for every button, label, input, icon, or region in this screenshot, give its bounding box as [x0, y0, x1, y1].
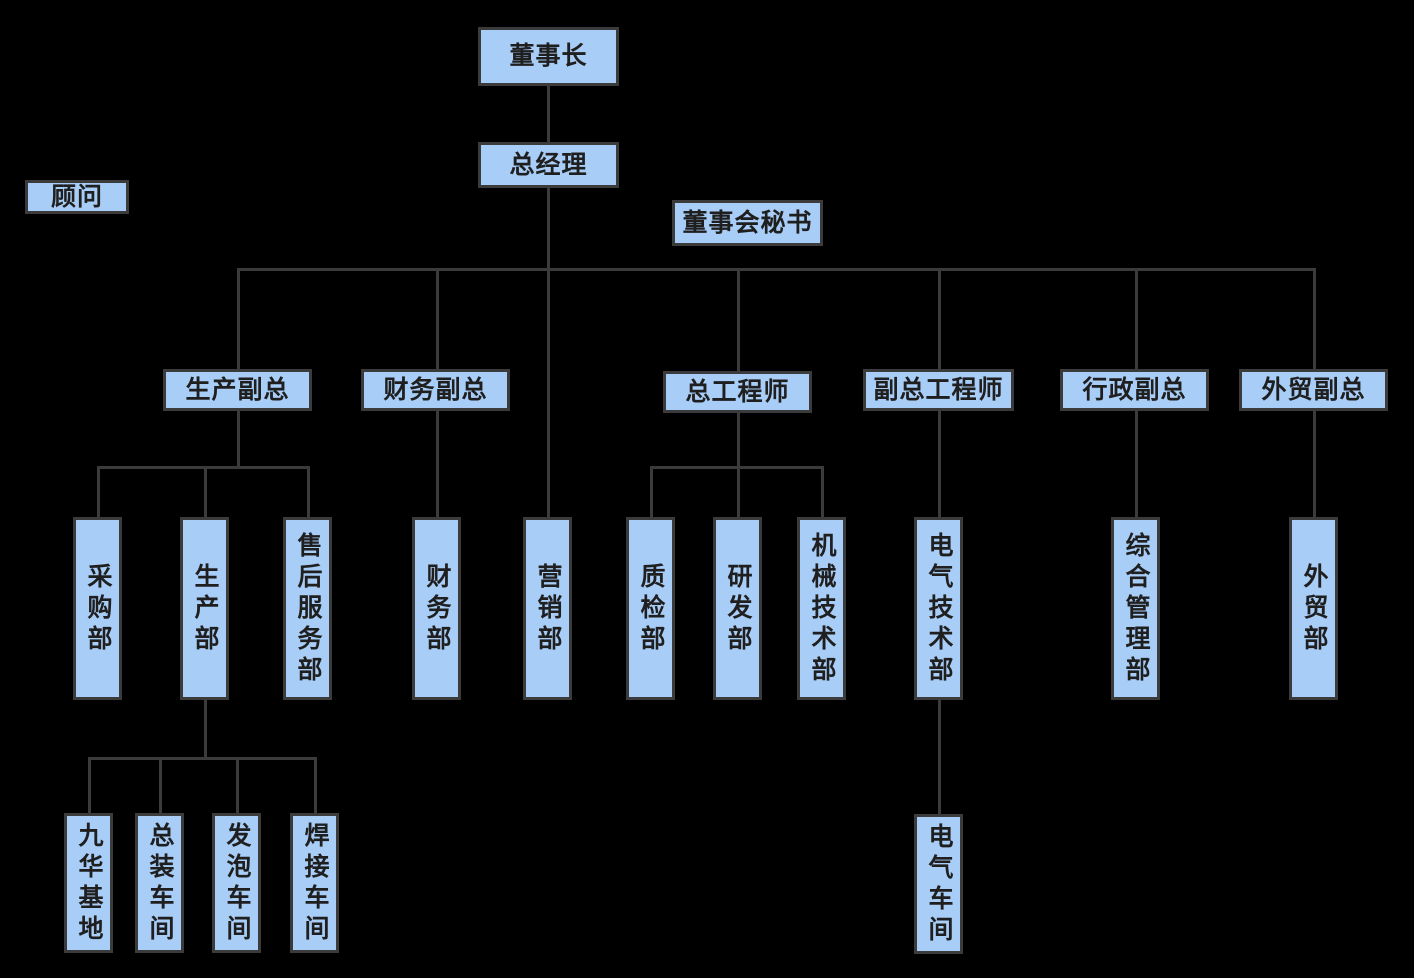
- edge-chief-eng-stem: [737, 413, 740, 469]
- node-electrical-tech-dept[interactable]: 电气技术部: [914, 517, 963, 700]
- edge-chief-eng-to-mech-tech: [821, 466, 824, 517]
- edge-production-stem: [204, 700, 207, 760]
- node-vp-administration[interactable]: 行政副总: [1060, 369, 1209, 411]
- edge-bus-level2: [237, 268, 1316, 271]
- node-jiuhua-base[interactable]: 九华基地: [64, 813, 113, 953]
- node-marketing-dept[interactable]: 营销部: [523, 517, 572, 700]
- node-general-admin-dept[interactable]: 综合管理部: [1111, 517, 1160, 700]
- edge-vp-prod-stem: [237, 411, 240, 469]
- edge-production-to-assembly: [159, 757, 162, 813]
- node-deputy-chief-engineer[interactable]: 副总工程师: [863, 369, 1014, 411]
- edge-production-to-foaming: [236, 757, 239, 813]
- node-qc-dept[interactable]: 质检部: [626, 517, 675, 700]
- edge-vp-prod-to-purchasing: [97, 466, 100, 517]
- node-assembly-workshop[interactable]: 总装车间: [135, 813, 184, 953]
- edge-chief-eng-to-rd: [737, 466, 740, 517]
- edge-production-to-welding: [314, 757, 317, 813]
- edge-dep-chief-eng-to-elec-tech: [938, 411, 941, 517]
- node-aftersales-service-dept[interactable]: 售后服务部: [283, 517, 332, 700]
- node-chief-engineer[interactable]: 总工程师: [663, 371, 812, 413]
- edge-bus-to-vp-prod: [237, 268, 240, 369]
- edge-elec-tech-to-elec-ws: [938, 700, 941, 814]
- node-rd-dept[interactable]: 研发部: [713, 517, 762, 700]
- edge-production-to-jiuhua: [88, 757, 91, 813]
- node-purchasing-dept[interactable]: 采购部: [73, 517, 122, 700]
- edge-vp-trade-to-foreign-trade: [1313, 411, 1316, 517]
- node-production-dept[interactable]: 生产部: [180, 517, 229, 700]
- edge-vp-prod-to-production: [204, 466, 207, 517]
- edge-production-bus: [88, 757, 317, 760]
- edge-chairman-gm: [547, 86, 550, 142]
- edge-vp-fin-to-finance: [436, 411, 439, 517]
- edge-vp-admin-to-general-admin: [1135, 411, 1138, 517]
- node-finance-dept[interactable]: 财务部: [412, 517, 461, 700]
- node-foreign-trade-dept[interactable]: 外贸部: [1289, 517, 1338, 700]
- node-general-manager[interactable]: 总经理: [478, 142, 619, 188]
- edge-vp-prod-to-aftersales: [307, 466, 310, 517]
- edge-bus-to-vp-admin: [1135, 268, 1138, 369]
- node-advisor[interactable]: 顾问: [25, 180, 129, 214]
- node-foaming-workshop[interactable]: 发泡车间: [212, 813, 261, 953]
- edge-bus-to-chief-eng: [737, 268, 740, 371]
- node-chairman[interactable]: 董事长: [478, 27, 619, 86]
- edge-chief-eng-to-qc: [650, 466, 653, 517]
- edge-vp-prod-bus: [97, 466, 310, 469]
- node-vp-finance[interactable]: 财务副总: [361, 369, 510, 411]
- edge-bus-to-dep-chief-eng: [938, 268, 941, 369]
- node-welding-workshop[interactable]: 焊接车间: [290, 813, 339, 953]
- node-mechanical-tech-dept[interactable]: 机械技术部: [797, 517, 846, 700]
- node-board-secretary[interactable]: 董事会秘书: [672, 200, 823, 246]
- edge-bus-to-vp-fin: [436, 268, 439, 369]
- node-electrical-workshop[interactable]: 电气车间: [914, 814, 963, 954]
- edge-gm-trunk: [547, 188, 550, 517]
- edge-bus-to-vp-trade: [1313, 268, 1316, 369]
- node-vp-foreign-trade[interactable]: 外贸副总: [1239, 369, 1388, 411]
- node-vp-production[interactable]: 生产副总: [163, 369, 312, 411]
